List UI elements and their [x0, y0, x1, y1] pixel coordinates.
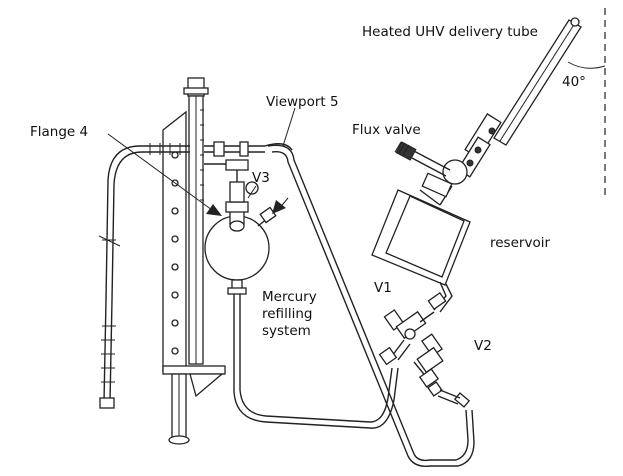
v3-arrow-head	[272, 200, 286, 214]
delivery-tube-label: Heated UHV delivery tube	[362, 24, 538, 40]
leader-lines	[98, 107, 296, 247]
reservoir-label: reservoir	[490, 235, 550, 251]
flux-valve	[394, 113, 502, 185]
angle-arc	[567, 61, 606, 69]
return-tube	[233, 294, 399, 429]
reservoir	[371, 172, 471, 286]
v2-label: V2	[474, 338, 492, 354]
mercury-flask	[204, 159, 277, 295]
flexible-hose	[99, 143, 190, 409]
v3-label: V3	[252, 170, 270, 186]
loop-tube	[267, 144, 475, 467]
flux-valve-label: Flux valve	[352, 122, 421, 138]
angle-label: 40°	[562, 74, 586, 90]
flange-label: Flange 4	[30, 124, 88, 140]
mercury-label-line2: refilling	[262, 306, 312, 322]
valves-v1-v2	[378, 281, 471, 408]
viewport-label: Viewport 5	[266, 94, 339, 110]
plate-holes	[171, 151, 179, 355]
flange-arrow-head	[206, 204, 222, 216]
column-notches	[200, 109, 204, 201]
v1-label: V1	[374, 280, 392, 296]
mercury-label-line3: system	[262, 323, 311, 339]
delivery-tube	[493, 17, 582, 146]
flange-column	[162, 77, 226, 445]
top-fitting	[204, 141, 293, 157]
mercury-label-line1: Mercury	[262, 289, 317, 305]
